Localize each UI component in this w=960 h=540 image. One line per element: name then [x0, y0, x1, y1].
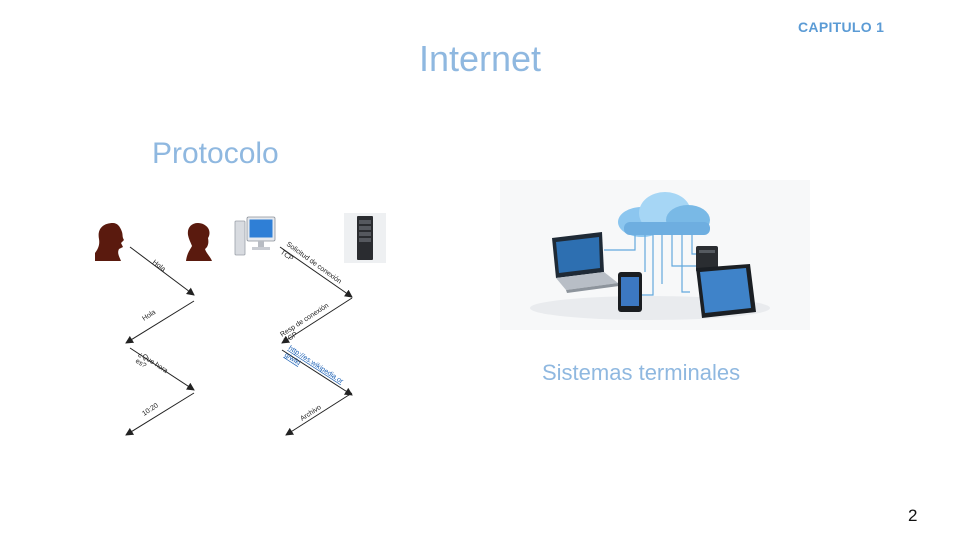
end-systems-illustration [500, 180, 810, 330]
server-tower-icon [344, 213, 386, 263]
chapter-label: CAPITULO 1 [798, 19, 885, 35]
arrow-answer [125, 392, 195, 436]
arrow-question [129, 347, 195, 391]
msg-tcp-request-line1: Solicitud de conexión [285, 241, 343, 286]
arrow-file [285, 392, 353, 436]
desktop-computer-icon [234, 216, 276, 256]
laptop-icon [552, 232, 619, 293]
smartphone-icon [618, 272, 642, 312]
tablet-icon [696, 264, 756, 318]
protocol-diagram: Hola Hola ¿Que hora es? 10:20 Solicitud … [95, 213, 386, 436]
router-icon [696, 246, 718, 272]
arrow-hola-1 [129, 246, 195, 296]
msg-hola-1: Hola [151, 259, 167, 273]
man-silhouette-icon [186, 223, 212, 261]
arrow-tcp-response [281, 297, 353, 344]
woman-silhouette-icon [95, 223, 124, 261]
protocol-heading: Protocolo [152, 137, 279, 170]
slide-title: Internet [418, 38, 542, 79]
msg-hola-2: Hola [141, 309, 157, 323]
msg-tcp-response-line1: Resp de conexión [279, 302, 330, 338]
arrow-hola-2 [125, 300, 195, 344]
arrow-tcp-request [279, 246, 353, 298]
end-systems-label: Sistemas terminales [542, 360, 741, 385]
page-number: 2 [908, 506, 918, 525]
arrow-http-get [281, 349, 353, 396]
cloud-icon [618, 192, 710, 237]
